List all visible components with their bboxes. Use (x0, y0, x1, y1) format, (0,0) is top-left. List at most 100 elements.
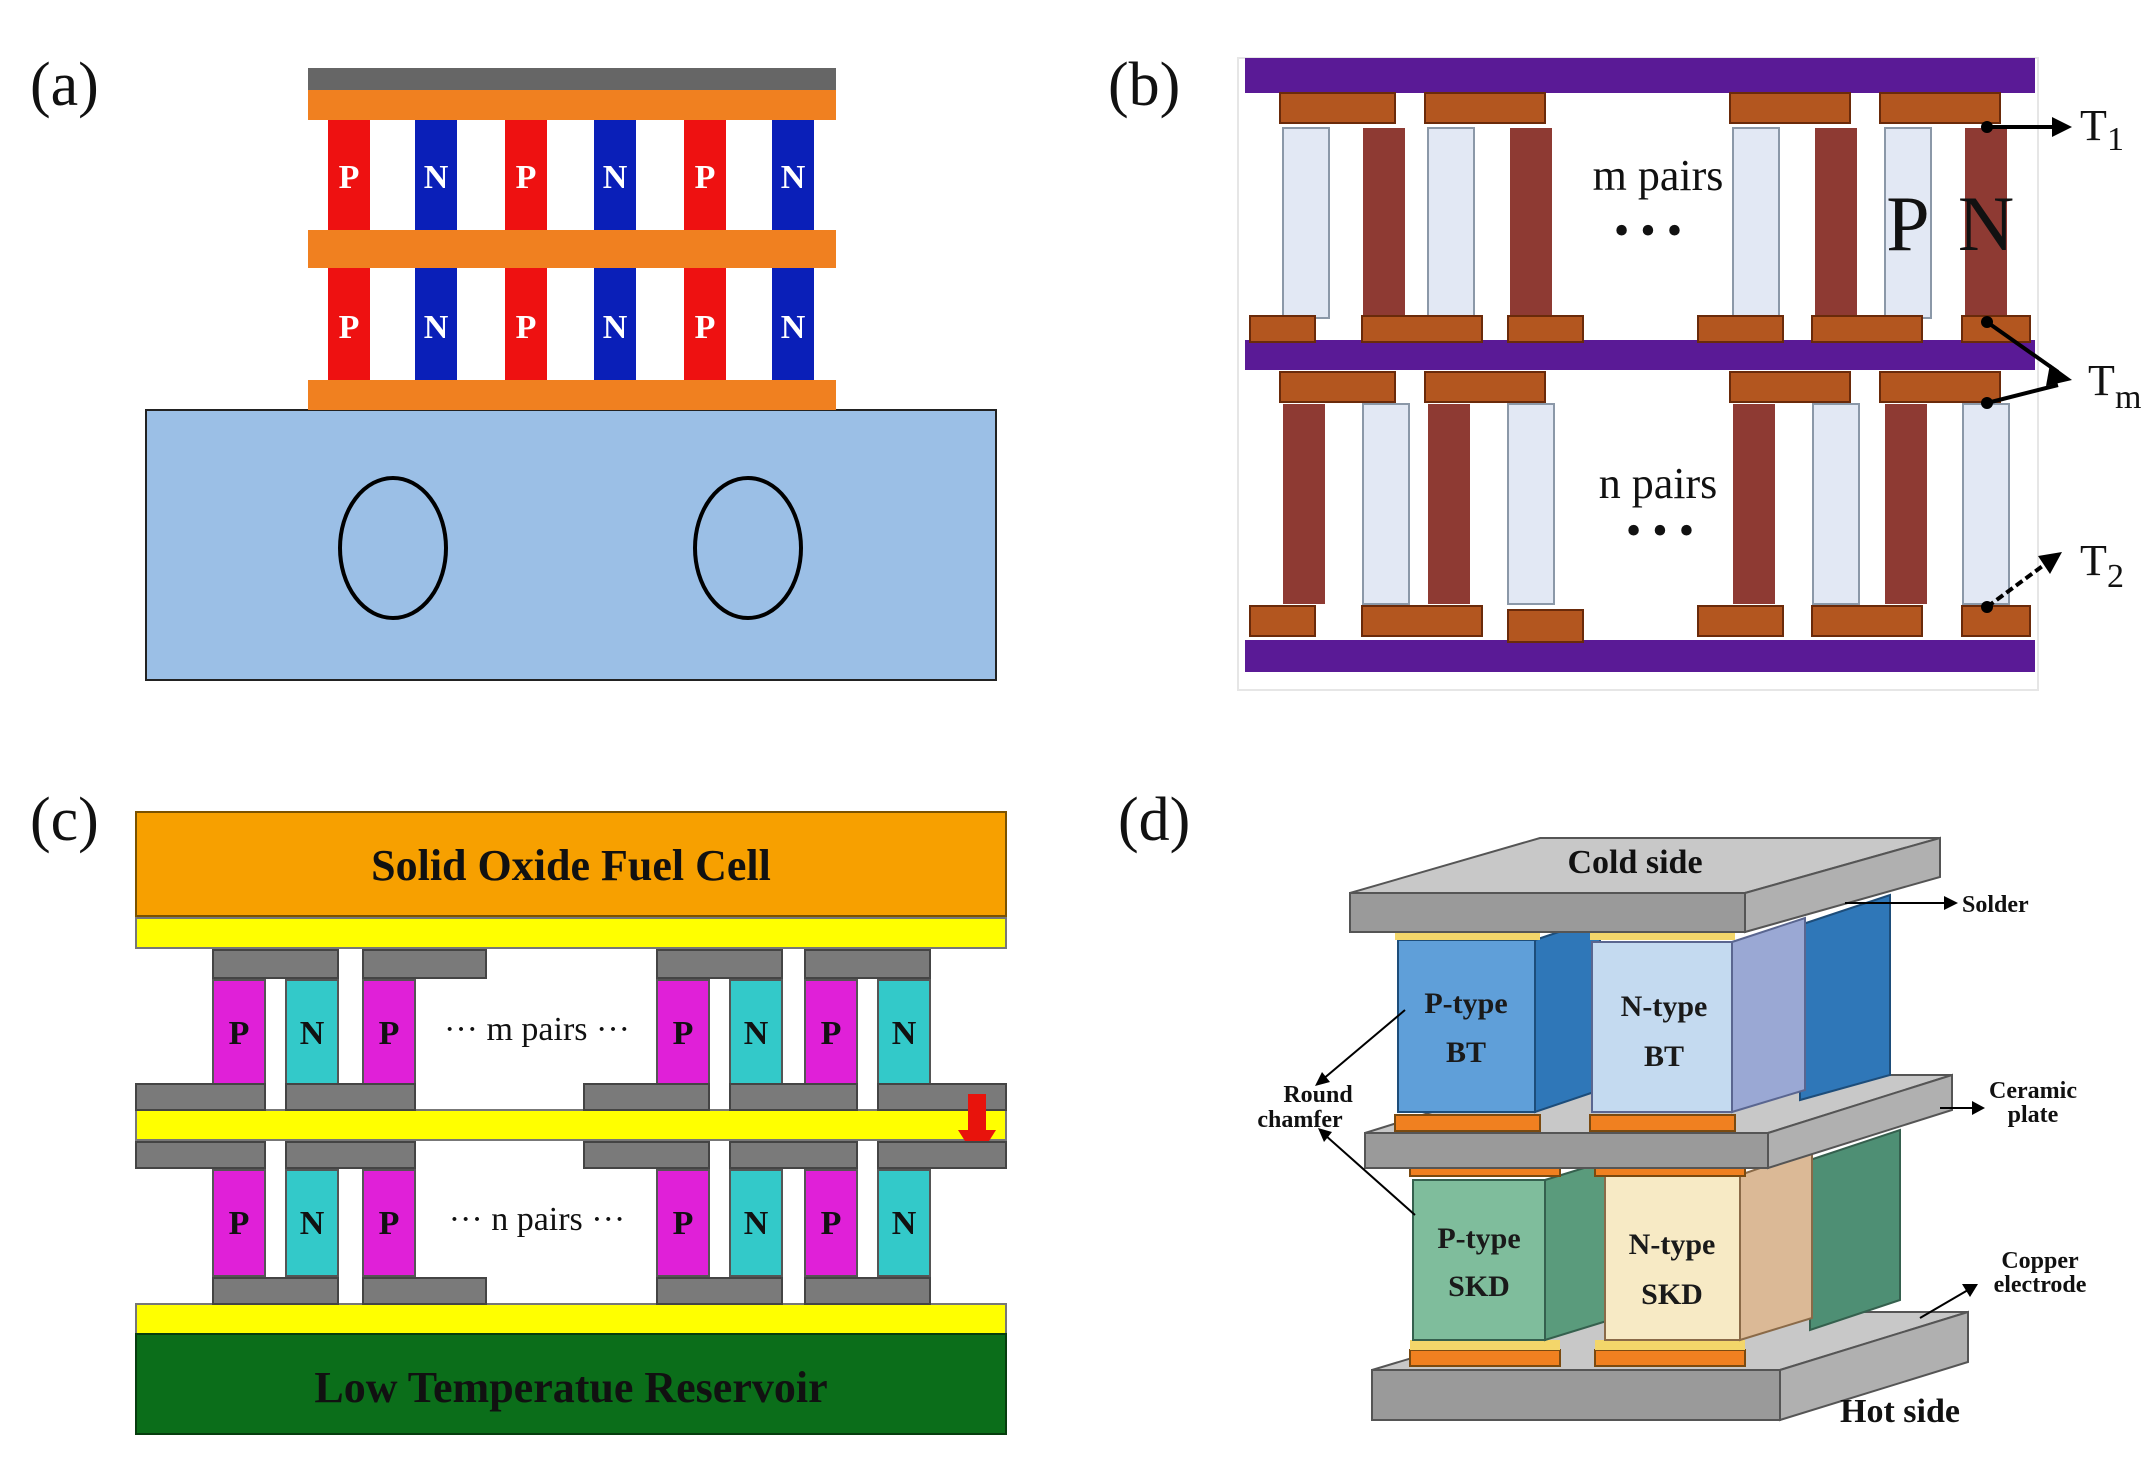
plate-front-face (1349, 892, 1746, 933)
n-leg-label: N (744, 1205, 769, 1242)
electrode (804, 949, 931, 979)
electrode-layer-top (308, 90, 836, 120)
p-bt-label-line1: P-type (1424, 987, 1507, 1020)
panel-d: (d) Hot side P-type SKD N-type SKD (1118, 786, 2087, 1430)
n-leg (415, 120, 457, 230)
p-leg (328, 120, 370, 230)
t1-label: T (2080, 101, 2107, 150)
plate-front-face (1364, 1132, 1769, 1169)
copper-electrode-label-line1: Copper (2001, 1248, 2079, 1274)
n-leg (729, 1169, 783, 1277)
electrode (1697, 605, 1784, 637)
ceramic-plate-label-line1: Ceramic (1989, 1078, 2077, 1104)
electrode (1279, 92, 1396, 124)
n-leg (1283, 404, 1325, 604)
n-leg-label: N (781, 159, 806, 196)
electrode (362, 949, 487, 979)
round-chamfer-leader (1321, 1009, 1406, 1081)
bottom-electrodes (135, 1083, 1007, 1111)
n-leg-label: N (744, 1015, 769, 1052)
p-leg-label: P (339, 159, 360, 196)
m-pairs-ellipsis: • • • (1614, 206, 1682, 255)
p-leg (1812, 403, 1860, 605)
tm-label: T (2088, 356, 2115, 405)
yellow-layer-top (135, 917, 1007, 949)
n-leg (1510, 128, 1552, 318)
electrode (1507, 609, 1584, 643)
tm-subscript: m (2115, 379, 2141, 416)
n-leg-label: N (300, 1205, 325, 1242)
panel-d-label: (d) (1118, 786, 1190, 854)
p-bt-label-line2: BT (1446, 1036, 1486, 1069)
n-skd-label-line2: SKD (1641, 1278, 1703, 1311)
p-leg (505, 268, 547, 380)
n-leg-label: N (892, 1015, 917, 1052)
electrode (1729, 371, 1851, 403)
copper-electrode-leader (1919, 1289, 1969, 1319)
p-leg (1962, 403, 2010, 605)
solder-label: Solder (1962, 892, 2029, 918)
copper-electrode (1394, 1114, 1541, 1132)
n-pairs-label: n pairs (1599, 459, 1718, 508)
n-leg-label: N (781, 309, 806, 346)
p-leg-label: P (821, 1205, 842, 1242)
round-chamfer-label-line1: Round (1283, 1082, 1353, 1108)
n-skd-front-face (1604, 1174, 1741, 1341)
electrode (656, 949, 783, 979)
p-leg (804, 1169, 858, 1277)
copper-electrode (1594, 1349, 1746, 1367)
electrode (212, 1277, 339, 1305)
electrode (1424, 92, 1546, 124)
n-leg (415, 268, 457, 380)
copper-electrode-label-line2: electrode (1994, 1272, 2087, 1298)
n-leg-label: N (424, 309, 449, 346)
p-leg-label: P (379, 1205, 400, 1242)
te-legs-row-1: P N P N P N (328, 120, 814, 230)
plate-front-face (1371, 1369, 1781, 1421)
top-electrodes (1279, 371, 2001, 403)
p-leg (1427, 127, 1475, 319)
p-leg-label: P (695, 159, 716, 196)
n-leg (1815, 128, 1857, 318)
n-leg (594, 120, 636, 230)
n-leg (1363, 128, 1405, 318)
t2-arrow-head (2038, 552, 2062, 574)
electrode (1729, 92, 1851, 124)
m-pairs-label: ··· m pairs ··· (444, 1011, 630, 1048)
n-leg-letter: N (1958, 180, 2014, 267)
tm-arrow-head (2046, 364, 2072, 386)
panel-b-label: (b) (1108, 51, 1180, 119)
yellow-layer-bottom (135, 1303, 1007, 1335)
n-bt-front-face (1591, 941, 1733, 1113)
p-bt-side-face (1534, 916, 1601, 1114)
electrode (1961, 605, 2031, 637)
electrode (877, 1141, 1007, 1169)
p-leg (684, 268, 726, 380)
p-bt-front-face (1397, 939, 1536, 1113)
p-leg-label: P (516, 159, 537, 196)
p-leg (362, 979, 416, 1085)
round-chamfer-leader (1324, 1134, 1416, 1216)
p-leg-label: P (339, 309, 360, 346)
tm-arrow-line (1986, 383, 2059, 405)
temperature-markers: T 1 T m T 2 (1981, 101, 2141, 613)
n-bt-label-line2: BT (1644, 1040, 1684, 1073)
p-leg (505, 120, 547, 230)
n-leg (1965, 128, 2007, 318)
p-leg-label: P (229, 1015, 250, 1052)
n-leg (594, 268, 636, 380)
arrow-shaft (968, 1094, 986, 1132)
sofc-label: Solid Oxide Fuel Cell (371, 841, 771, 890)
electrode (1811, 605, 1923, 637)
n-leg (729, 979, 783, 1085)
round-chamfer-label-line2: chamfer (1257, 1107, 1343, 1133)
electrode (135, 1083, 266, 1111)
electrode (1361, 605, 1483, 637)
electrode-layer-bottom (308, 380, 836, 410)
p-leg (328, 268, 370, 380)
bottom-electrodes (1249, 315, 2031, 343)
n-skd-side-face (1739, 1148, 1813, 1342)
top-electrodes (135, 1141, 1007, 1169)
electrode (877, 1083, 1007, 1111)
t2-subscript: 2 (2107, 558, 2124, 595)
